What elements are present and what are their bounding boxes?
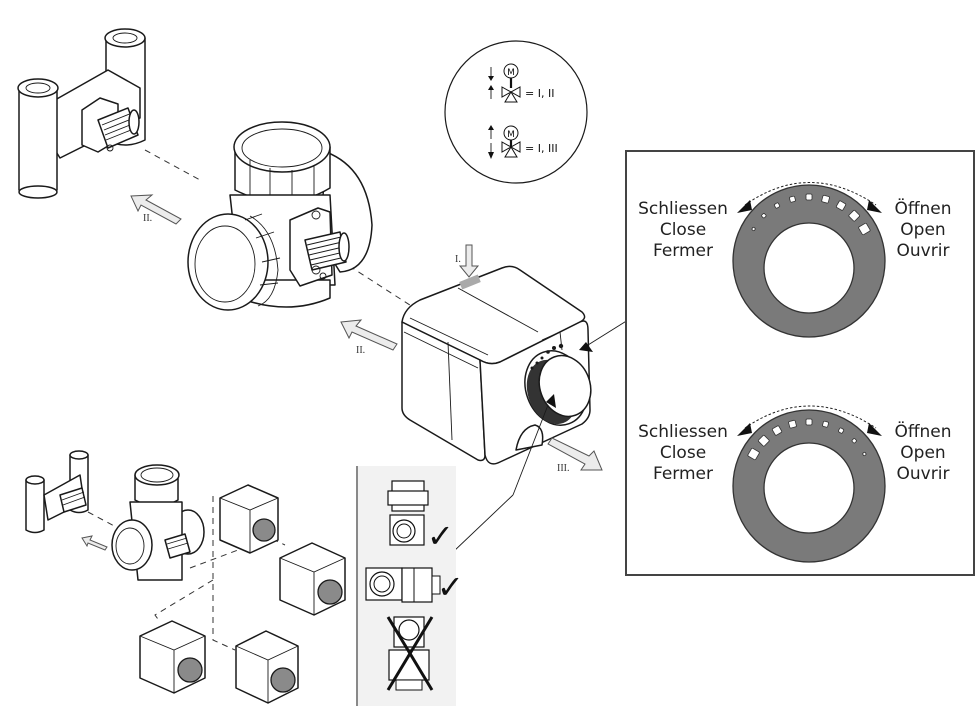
dial-position-marker (747, 447, 760, 461)
dial-top: Schliessen Close Fermer Öffnen Open Ouvr… (638, 182, 952, 338)
check-icon: ✓ (437, 568, 464, 606)
arrow-open-icon (867, 200, 882, 213)
dial-position-marker (761, 213, 767, 219)
dial-position-marker (851, 438, 857, 444)
dial-position-marker (757, 434, 770, 447)
step-arrow-ii-top: II. (130, 194, 182, 225)
label-oeffnen: Öffnen (894, 420, 951, 442)
step-label: II. (356, 345, 365, 356)
arrow-close-icon (737, 200, 752, 213)
arrow-open-icon (867, 423, 882, 436)
motor-valve-symbol-up-down: M (488, 125, 521, 159)
motor-letter: M (507, 68, 515, 78)
dial-detail-panel: Schliessen Close Fermer Öffnen Open Ouvr… (625, 150, 975, 576)
step-arrow-small (81, 535, 108, 551)
dial-position-marker (821, 194, 830, 204)
label-schliessen: Schliessen (638, 422, 728, 442)
alignment-line (144, 149, 201, 181)
dial-position-marker (848, 209, 861, 222)
orientation-item-beside: ✓ (365, 567, 464, 606)
dial-position-marker (835, 200, 847, 211)
dial-position-marker (789, 195, 796, 203)
actuator-position-right (279, 542, 346, 616)
rotation-callout: M = I, II M = I, III (444, 40, 588, 184)
arrow-close-icon (737, 423, 752, 436)
label-open: Open (900, 443, 945, 463)
actuator-position-top (219, 484, 279, 554)
dial-position-marker (805, 418, 813, 426)
dial-position-marker (788, 419, 797, 429)
orientation-item-above: ✓ (387, 480, 454, 555)
label-schliessen: Schliessen (638, 199, 728, 219)
pipe-bracket-adapter (17, 28, 146, 199)
label-ouvrir: Ouvrir (897, 464, 950, 484)
dial-position-marker (822, 420, 829, 428)
motor-valve-symbol-down-up: M (488, 63, 521, 103)
step-arrow-iii: III. (547, 437, 603, 474)
leader-line (587, 319, 629, 346)
cross-icon (386, 616, 434, 691)
orientation-panel: ✓ ✓ (356, 466, 464, 706)
label-close: Close (660, 443, 706, 463)
label-fermer: Fermer (653, 464, 713, 484)
dial-position-marker (858, 222, 871, 236)
dial-bottom: Schliessen Close Fermer Öffnen Open Ouvr… (638, 405, 952, 563)
four-way-valve (187, 121, 373, 311)
step-arrow-ii-mid: II. (340, 319, 398, 356)
small-pipe-bracket (25, 450, 89, 534)
dial-position-marker (805, 193, 813, 201)
actuator-position-bottom-left (139, 620, 206, 694)
label-oeffnen: Öffnen (894, 197, 951, 219)
orientation-item-below (386, 616, 434, 691)
check-icon: ✓ (427, 517, 454, 555)
mounting-positions-overview (25, 450, 346, 704)
label-open: Open (900, 220, 945, 240)
step-arrow-i: I. (455, 244, 480, 278)
motor-letter: M (507, 130, 515, 140)
dial-position-marker (773, 202, 781, 209)
step-label: III. (557, 463, 570, 474)
label-fermer: Fermer (653, 241, 713, 261)
dial-position-marker (838, 427, 845, 434)
orientation-guide-lines (154, 496, 286, 651)
small-four-way-valve (111, 464, 205, 581)
label-ouvrir: Ouvrir (897, 241, 950, 261)
callout-label-2: = I, III (525, 142, 558, 155)
label-close: Close (660, 220, 706, 240)
step-label: I. (455, 254, 461, 265)
step-label: II. (143, 213, 152, 224)
dial-position-marker (771, 425, 783, 436)
actuator-position-bottom-right (235, 630, 299, 704)
leader-line (512, 404, 549, 496)
dial-position-marker (751, 226, 756, 232)
callout-label-1: = I, II (525, 87, 554, 100)
dial-position-marker (862, 451, 867, 457)
actuator-main (401, 265, 593, 465)
